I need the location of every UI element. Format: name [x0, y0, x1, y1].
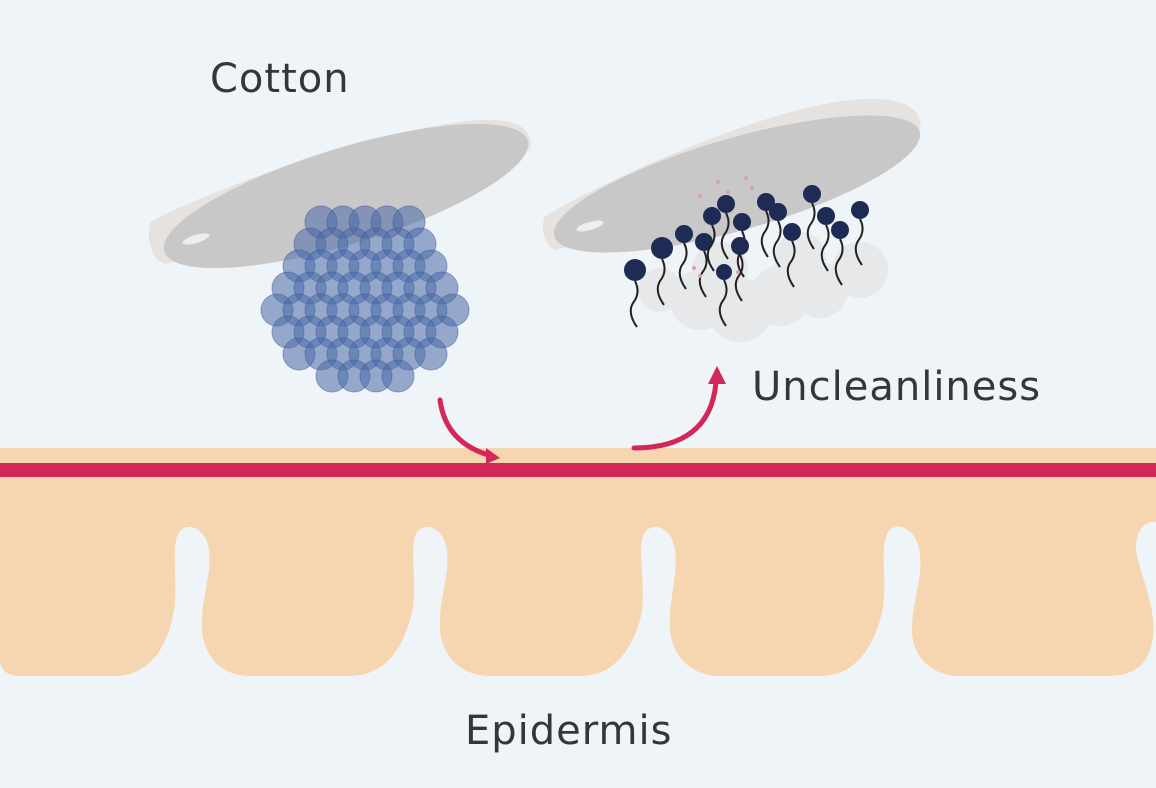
cotton-pad-top: [553, 115, 921, 253]
surfactant-head: [851, 201, 869, 219]
speck: [744, 176, 748, 180]
dirt-puff: [832, 242, 888, 298]
surfactant-tail: [678, 242, 688, 290]
surfactant-molecule-icon: [624, 185, 869, 328]
surfactant-head: [769, 203, 787, 221]
dirt-cloud: [638, 232, 888, 342]
surfactant-head: [675, 225, 693, 243]
down-arrow-icon: [437, 397, 495, 459]
arrows: [437, 366, 726, 464]
epidermis-shape: [0, 448, 1156, 677]
surfactant-head: [757, 193, 775, 211]
label-epidermis: Epidermis: [465, 708, 673, 754]
surfactant-head: [783, 223, 801, 241]
micelle-bead: [414, 337, 448, 371]
left-cotton-pad: [148, 119, 531, 269]
surfactant-head: [733, 213, 751, 231]
speck: [698, 274, 702, 278]
dirt-puff: [638, 268, 682, 312]
right-cotton-pad: [542, 98, 921, 253]
surfactant-tail: [786, 240, 796, 288]
up-arrow-icon: [631, 379, 719, 451]
surfactant-head: [695, 233, 713, 251]
surfactant-head: [731, 237, 749, 255]
surfactant-tail: [629, 280, 639, 328]
dirt-specks: [692, 176, 754, 278]
surfactant-tail: [698, 250, 708, 298]
speck: [692, 266, 696, 270]
micelle-bead: [381, 359, 415, 393]
surfactant-tail: [806, 202, 816, 250]
surfactant-tail: [834, 238, 844, 286]
surfactant-head: [716, 264, 732, 280]
surfactant-head: [817, 207, 835, 225]
surfactant-tail: [772, 220, 782, 268]
surfactant-tail: [656, 258, 666, 306]
surfactant-tail: [720, 212, 730, 260]
speck: [726, 190, 730, 194]
micelle-sphere-icon: [260, 205, 470, 393]
dirt-puff: [774, 232, 826, 284]
surfactant-head: [624, 259, 646, 281]
surfactant-head: [651, 237, 673, 259]
surfactant-head: [831, 221, 849, 239]
cotton-pad-shine: [182, 233, 210, 245]
surfactant-tail: [718, 279, 728, 327]
speck: [716, 180, 720, 184]
speck: [698, 194, 702, 198]
speck: [750, 186, 754, 190]
surfactant-head: [803, 185, 821, 203]
surfactant-tail: [760, 210, 770, 258]
label-cotton: Cotton: [210, 56, 350, 102]
membrane-line: [0, 463, 1156, 477]
speck: [736, 270, 740, 274]
surfactant-tail: [820, 224, 830, 272]
surfactant-tail: [706, 224, 716, 272]
down-arrow-head: [486, 448, 500, 464]
up-arrow-head: [708, 366, 726, 384]
label-uncleanliness: Uncleanliness: [752, 364, 1042, 410]
epidermis-layer: [0, 448, 1156, 677]
surfactant-head: [717, 195, 735, 213]
cotton-pad-shine: [576, 220, 604, 232]
cotton-pad-top: [163, 123, 529, 269]
surfactant-head: [703, 207, 721, 225]
surfactant-tail: [734, 254, 744, 302]
surfactant-tail: [854, 218, 864, 266]
